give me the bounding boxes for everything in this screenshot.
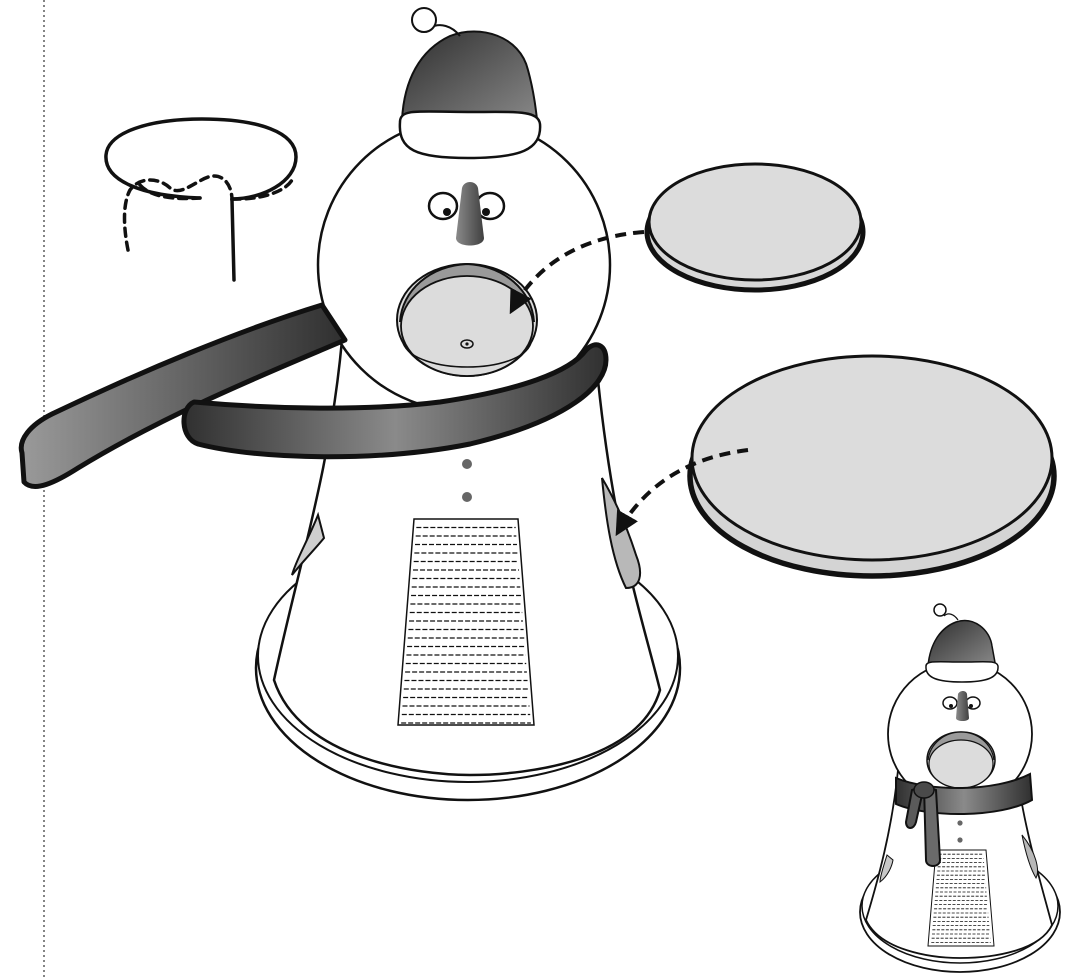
small-disc-icon [647, 164, 863, 290]
snowman-icon [21, 8, 680, 800]
santa-hat-icon [400, 8, 540, 158]
large-disc-icon [690, 356, 1054, 576]
button-dot [462, 492, 472, 502]
striped-panel [398, 519, 534, 725]
finished-snowman-icon [860, 604, 1060, 972]
button-dot [462, 459, 472, 469]
mouth-opening [397, 264, 537, 376]
knot-diagram-icon [106, 119, 296, 280]
